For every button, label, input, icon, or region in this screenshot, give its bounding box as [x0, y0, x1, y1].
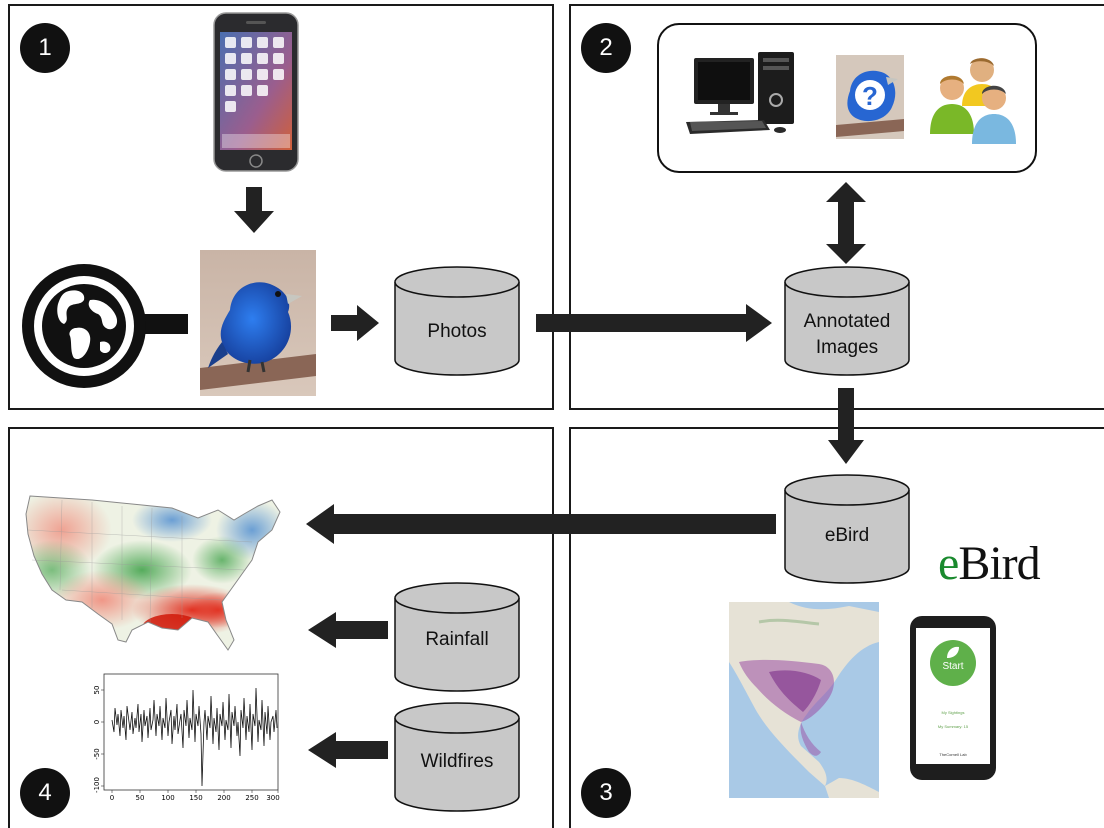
arrow-left-icon — [308, 732, 388, 768]
x-tick-50: 50 — [135, 794, 145, 802]
x-tick-0: 0 — [109, 794, 115, 802]
computer-icon — [686, 52, 794, 134]
smartphone-icon — [213, 12, 299, 172]
panel-number-4: 4 — [20, 768, 70, 818]
app-cornell-label: TheCornell Lab — [939, 752, 967, 757]
arrow-left-icon — [308, 612, 388, 648]
database-annotated-images: Annotated Images — [784, 266, 910, 378]
arrow-down-icon — [234, 187, 274, 233]
ebird-logo: eBird — [938, 537, 1041, 590]
database-wildfires: Wildfires — [394, 702, 520, 814]
y-tick-50: 50 — [93, 685, 101, 695]
arrow-bidirectional-icon — [826, 182, 866, 264]
world-map-icon — [729, 602, 879, 798]
arrow-right-long-icon — [536, 304, 772, 342]
database-rainfall: Rainfall — [394, 582, 520, 694]
panel-number-1: 1 — [20, 23, 70, 73]
y-tick-minus-50: -50 — [93, 748, 101, 760]
y-tick-minus-100: -100 — [93, 777, 101, 793]
arrow-left-long-icon — [306, 504, 776, 544]
database-label-annotated-line1: Annotated — [803, 311, 891, 332]
svg-text:?: ? — [862, 81, 878, 111]
globe-search-icon — [22, 264, 188, 388]
database-label-rainfall: Rainfall — [425, 629, 489, 650]
annotation-sources-box — [657, 23, 1037, 173]
people-icon — [930, 58, 1016, 144]
panel-4 — [8, 427, 554, 828]
app-start-label: Start — [942, 661, 964, 672]
panel-1 — [8, 4, 554, 410]
ebird-app-phone: Start My Sightings My Summary: 15 TheCor… — [910, 616, 996, 780]
leaf-icon — [947, 646, 959, 658]
app-start-button — [930, 640, 976, 686]
database-label-annotated-line2: Images — [815, 337, 879, 358]
database-ebird: eBird — [784, 474, 910, 586]
app-my-sightings: My Sightings — [941, 710, 965, 715]
unknown-bird-icon: ? — [836, 55, 904, 139]
panel-number-3: 3 — [581, 768, 631, 818]
bird-photo — [200, 250, 316, 396]
arrow-right-icon — [331, 305, 379, 341]
x-tick-150: 150 — [189, 794, 203, 802]
panel-2 — [569, 4, 1104, 410]
database-label-photos: Photos — [427, 321, 487, 342]
arrow-down-icon — [828, 388, 864, 464]
x-tick-200: 200 — [217, 794, 231, 802]
y-tick-0: 0 — [93, 719, 101, 725]
panel-3 — [569, 427, 1104, 828]
app-my-summary: My Summary: 15 — [937, 724, 969, 729]
database-label-ebird: eBird — [824, 525, 870, 546]
panel-number-2: 2 — [581, 23, 631, 73]
database-photos: Photos — [394, 266, 520, 378]
x-tick-300: 300 — [266, 794, 280, 802]
database-label-wildfires: Wildfires — [420, 751, 494, 772]
x-tick-100: 100 — [161, 794, 175, 802]
us-map-heatmap — [25, 495, 281, 651]
timeseries-plot: 0 50 100 150 200 250 300 50 0 -50 -100 — [90, 670, 282, 810]
x-tick-250: 250 — [245, 794, 259, 802]
